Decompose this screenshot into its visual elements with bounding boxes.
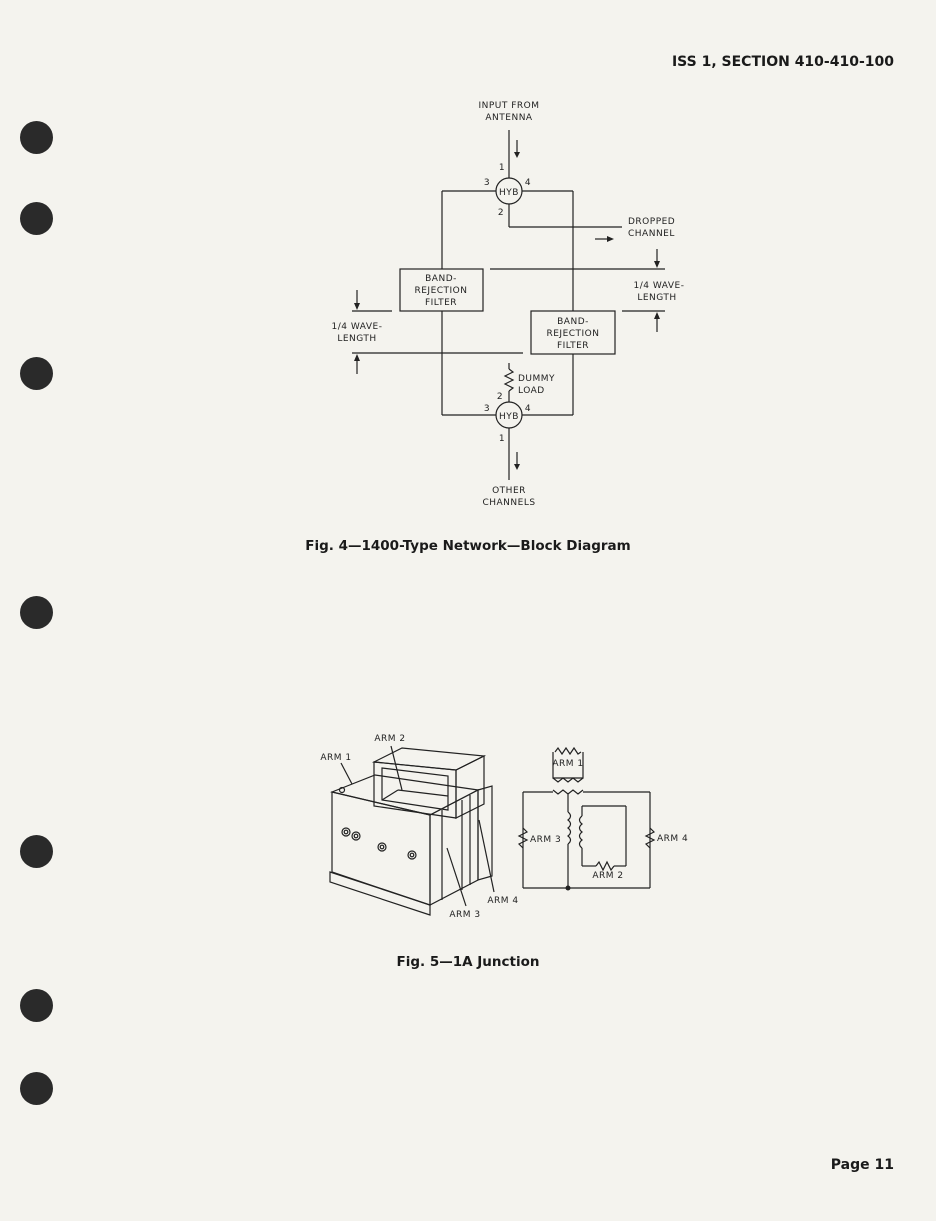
hyb-bottom-label: HYB xyxy=(499,412,519,422)
filter-left-line2: REJECTION xyxy=(414,286,467,296)
circuit-arm2-label: ARM 2 xyxy=(592,871,623,881)
quarter-left-line2: LENGTH xyxy=(337,334,376,344)
other-channels-label-1: OTHER xyxy=(492,486,526,496)
input-label-2: ANTENNA xyxy=(485,113,533,123)
fig4-block-diagram: INPUT FROM ANTENNA 1 HYB 3 4 2 DROPPED C… xyxy=(332,101,685,508)
binder-hole xyxy=(20,121,53,154)
input-label-1: INPUT FROM xyxy=(478,101,539,111)
filter-right-line3: FILTER xyxy=(557,341,589,351)
dummy-load-label-2: LOAD xyxy=(518,386,545,396)
hyb-top-port2: 2 xyxy=(498,208,504,218)
binder-hole xyxy=(20,202,53,235)
fig5-arm2-label: ARM 2 xyxy=(374,734,405,744)
page-header: ISS 1, SECTION 410-410-100 xyxy=(671,54,894,70)
hyb-bottom-port1: 1 xyxy=(499,434,505,444)
quarter-right-line2: LENGTH xyxy=(637,293,676,303)
hyb-top-port1: 1 xyxy=(499,163,505,173)
binder-hole xyxy=(20,989,53,1022)
fig5-arm3-label: ARM 3 xyxy=(449,910,480,920)
quarter-right-line1: 1/4 WAVE- xyxy=(634,281,685,291)
fig5-arm1-label: ARM 1 xyxy=(320,753,351,763)
circuit-arm3-label: ARM 3 xyxy=(530,835,561,845)
hyb-bottom-port3: 3 xyxy=(484,404,490,414)
circuit-arm1-label: ARM 1 xyxy=(552,759,583,769)
hyb-bottom-port4: 4 xyxy=(525,404,531,414)
dummy-load-label-1: DUMMY xyxy=(518,374,555,384)
binder-hole xyxy=(20,1072,53,1105)
fig5-equivalent-circuit: ARM 1 ARM 3 ARM 2 ARM 4 xyxy=(517,746,688,891)
filter-right-line1: BAND- xyxy=(557,317,589,327)
other-channels-label-2: CHANNELS xyxy=(482,498,535,508)
circuit-arm4-label: ARM 4 xyxy=(657,834,688,844)
fig5-caption: Fig. 5—1A Junction xyxy=(396,954,540,970)
hyb-top-label: HYB xyxy=(499,188,519,198)
fig5-junction-drawing: ARM 2 ARM 1 ARM 3 ARM 4 xyxy=(320,734,518,920)
hyb-bottom-port2: 2 xyxy=(497,392,503,402)
binder-hole xyxy=(20,835,53,868)
hyb-top-port3: 3 xyxy=(484,178,490,188)
hyb-top-port4: 4 xyxy=(525,178,531,188)
filter-right-line2: REJECTION xyxy=(546,329,599,339)
band-rejection-filter-right xyxy=(530,310,616,355)
binder-hole xyxy=(20,596,53,629)
binder-hole xyxy=(20,357,53,390)
quarter-left-line1: 1/4 WAVE- xyxy=(332,322,383,332)
band-rejection-filter-left xyxy=(399,268,484,312)
fig4-caption: Fig. 4—1400-Type Network—Block Diagram xyxy=(305,538,631,554)
page-number: Page 11 xyxy=(830,1157,894,1173)
dropped-label-1: DROPPED xyxy=(628,217,675,227)
dropped-label-2: CHANNEL xyxy=(628,229,675,239)
fig5-arm4-label: ARM 4 xyxy=(487,896,518,906)
filter-left-line1: BAND- xyxy=(425,274,457,284)
filter-left-line3: FILTER xyxy=(425,298,457,308)
